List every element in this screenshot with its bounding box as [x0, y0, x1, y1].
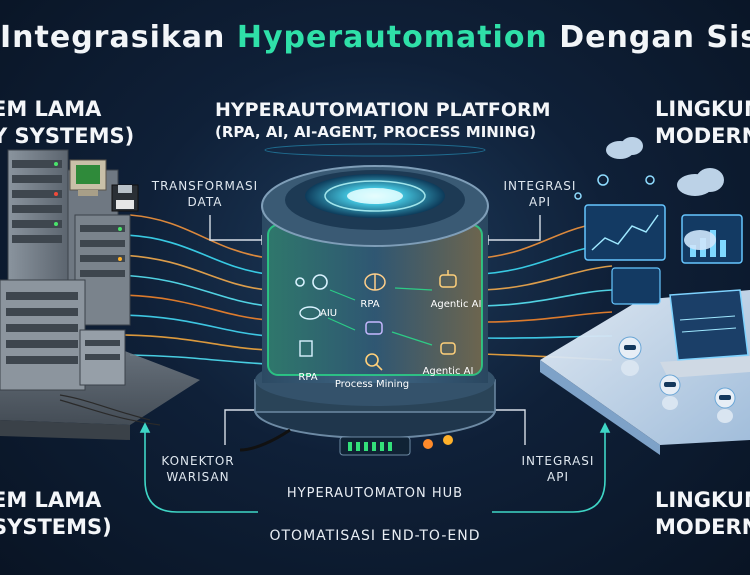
end-to-end-loop — [139, 422, 611, 513]
hyperautomation-hub: RPA Agentic AI AIU RPA Process Mining Agentic… — [239, 143, 496, 456]
hub-module-label: Agentic AI — [423, 366, 474, 377]
legacy-systems-top-label: EM LAMA Y SYSTEMS) — [0, 96, 135, 150]
robot-icon — [439, 270, 457, 355]
transform-line2: DATA — [187, 195, 223, 209]
flow-lines-left — [117, 214, 269, 365]
gear-icon — [574, 174, 655, 200]
legacy-connector-line2: WARISAN — [166, 470, 230, 484]
hub-module-label: Agentic AI — [431, 299, 482, 310]
modern-top-line1: LINGKUN — [655, 97, 750, 121]
integrasi-api-bottom-label: INTEGRASI API — [508, 453, 608, 485]
hub-module-label: RPA — [298, 372, 317, 383]
konektor-warisan-label: KONEKTOR WARISAN — [148, 453, 248, 485]
title-highlight: Hyperautomation — [236, 20, 548, 55]
hub-modules: RPA Agentic AI AIU RPA Process Mining Agentic… — [298, 299, 481, 390]
platform-title: HYPERAUTOMATION PLATFORM — [215, 99, 551, 121]
transformasi-data-label: TRANSFORMASI DATA — [150, 178, 260, 210]
hub-module-label: Process Mining — [335, 379, 409, 390]
robot-icon — [365, 321, 383, 335]
document-icon — [299, 340, 313, 357]
modern-env-bottom-label: LINGKUN MODERN & — [655, 487, 750, 541]
end-to-end-label: OTOMATISASI END-TO-END — [269, 528, 481, 544]
computer-monitor-icon — [69, 159, 107, 196]
modern-top-line2: MODERN & C — [655, 124, 750, 148]
legacy-bottom-line1: EM LAMA — [0, 488, 102, 512]
magnifier-icon — [365, 353, 383, 371]
gear-icon — [295, 274, 328, 290]
cloud-icon — [299, 306, 321, 320]
api-top-line2: API — [529, 195, 551, 209]
integrasi-api-top-label: INTEGRASI API — [490, 178, 590, 210]
robot-icon — [618, 336, 736, 423]
legacy-top-line1: EM LAMA — [0, 97, 102, 121]
hub-label: HYPERAUTOMATON HUB — [286, 486, 464, 501]
laptop-icon — [660, 289, 750, 378]
legacy-systems-bottom-label: EM LAMA SYSTEMS) — [0, 487, 112, 541]
legacy-systems-illustration — [0, 149, 200, 440]
modern-bottom-line2: MODERN & — [655, 515, 750, 539]
title-prefix: Integrasikan — [0, 20, 237, 55]
hub-module-label: AIU — [320, 308, 337, 319]
floppy-disk-icon — [111, 184, 139, 212]
page-title: Integrasikan Hyperautomation Dengan Sist… — [0, 20, 750, 55]
transform-line1: TRANSFORMASI — [151, 179, 259, 193]
platform-subtitle: (RPA, AI, AI-AGENT, PROCESS MINING) — [215, 123, 537, 141]
legacy-bottom-line2: SYSTEMS) — [0, 515, 112, 539]
api-bottom-line1: INTEGRASI — [521, 454, 595, 468]
modern-bottom-line1: LINGKUN — [655, 488, 750, 512]
platform-heading: HYPERAUTOMATION PLATFORM (RPA, AI, AI-AG… — [215, 98, 551, 143]
dashboard-icon — [584, 204, 743, 305]
api-bottom-line2: API — [547, 470, 569, 484]
server-rack-icon — [79, 329, 126, 386]
legacy-top-line2: Y SYSTEMS) — [0, 124, 135, 148]
modern-environment-illustration — [540, 137, 750, 455]
server-rack-icon — [0, 279, 86, 391]
brain-icon — [364, 273, 386, 291]
cloud-icon — [606, 137, 724, 250]
modern-env-top-label: LINGKUN MODERN & C — [655, 96, 750, 150]
legacy-connector-line1: KONEKTOR — [161, 454, 235, 468]
hub-module-label: RPA — [360, 299, 379, 310]
title-suffix: Dengan Sistem — [559, 20, 750, 55]
api-top-line1: INTEGRASI — [503, 179, 577, 193]
